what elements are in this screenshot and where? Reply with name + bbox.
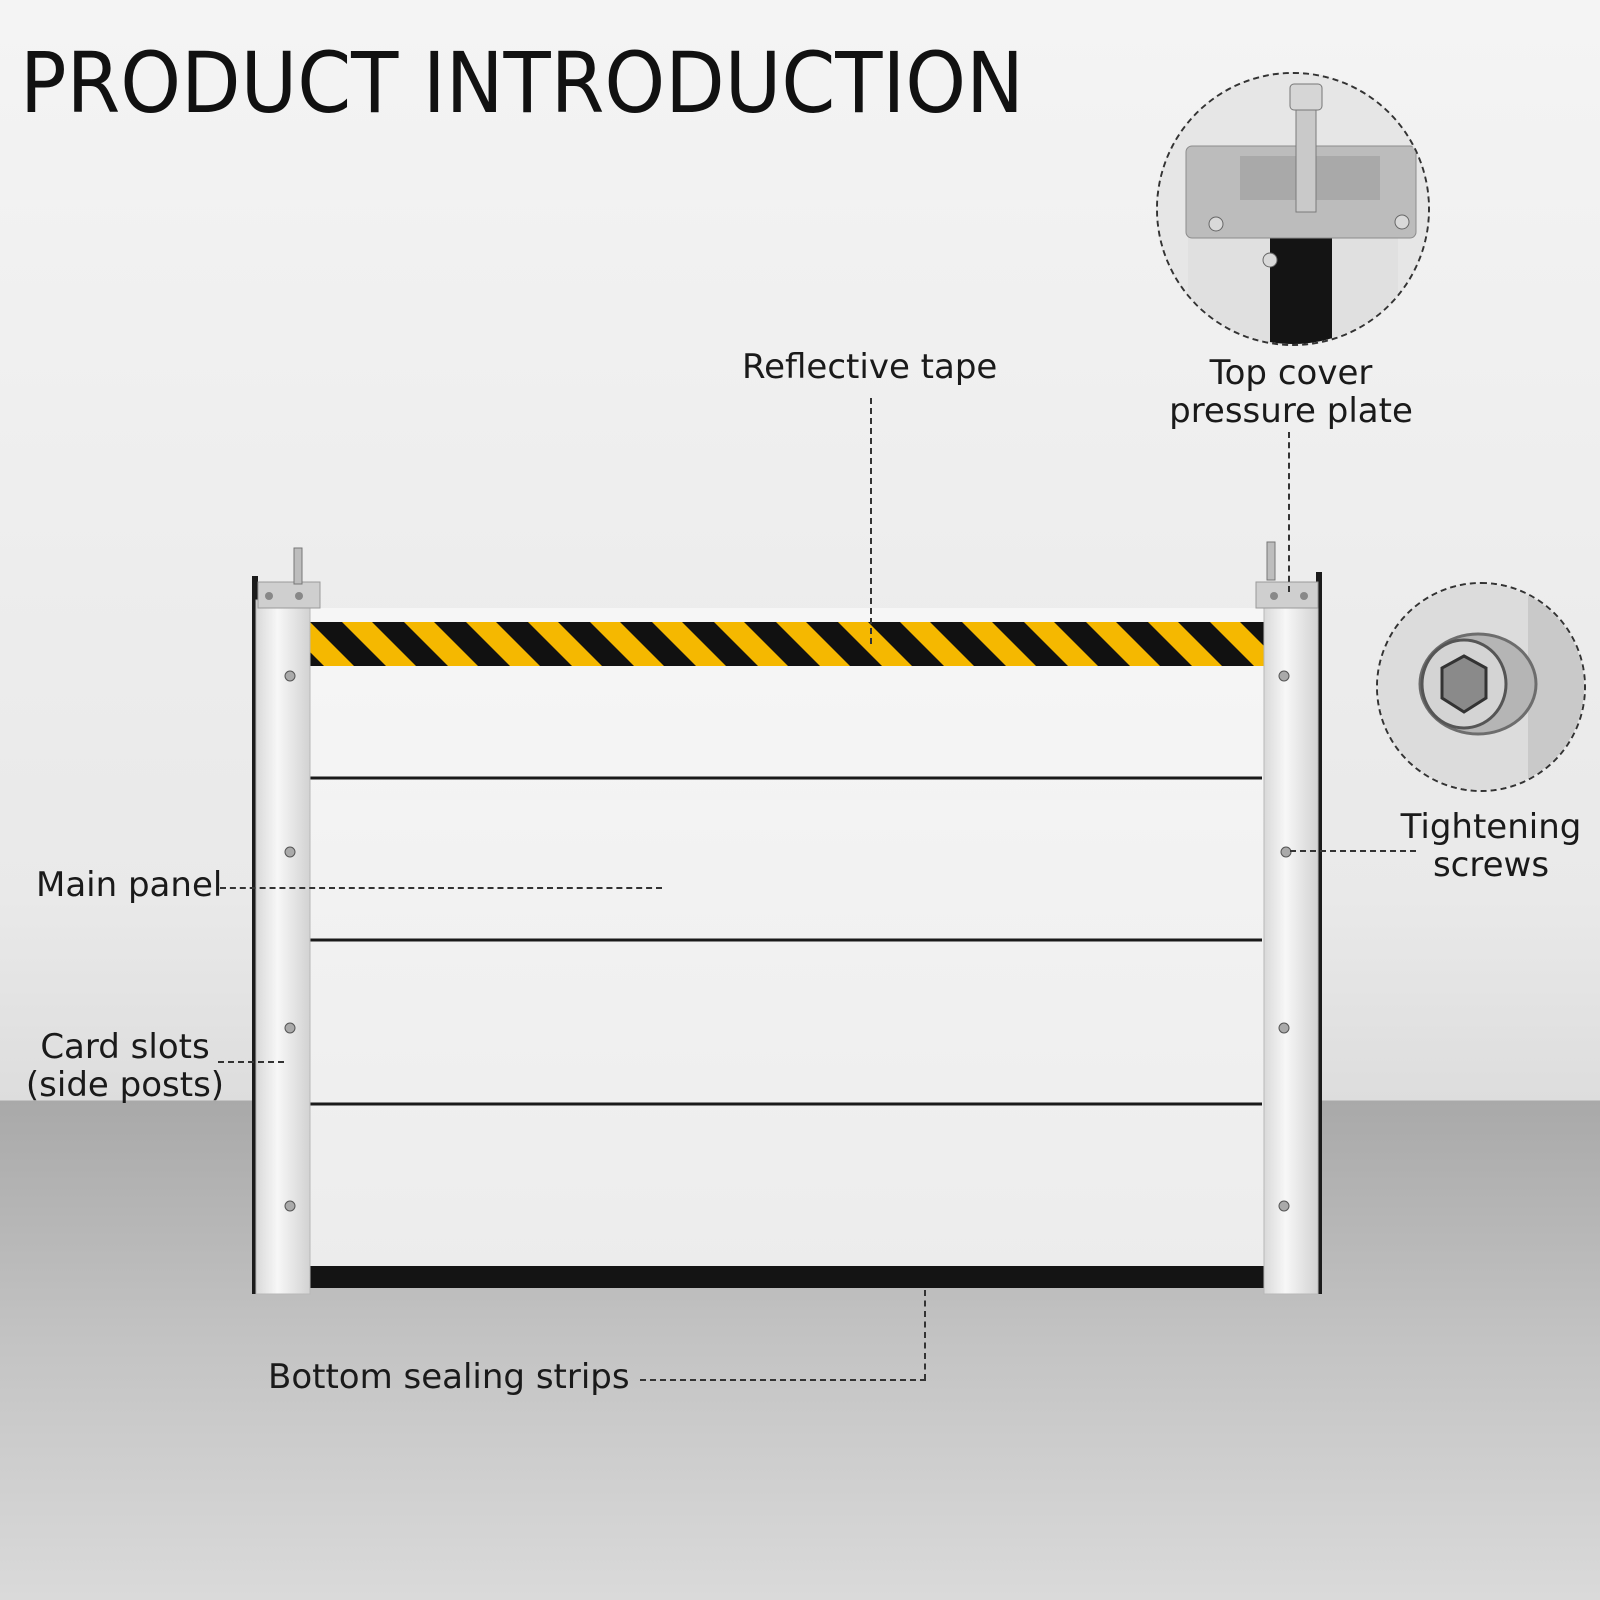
main-panel-label: Main panel bbox=[36, 865, 223, 905]
bottom-sealing-strip bbox=[306, 1266, 1264, 1288]
tightening-screws-label: Tightening screws bbox=[1398, 808, 1584, 884]
left-side-post bbox=[252, 547, 321, 1295]
bottom-sealing-leader-horizontal bbox=[640, 1379, 926, 1381]
reflective-tape-leader bbox=[870, 398, 872, 644]
top-cover-leader bbox=[1288, 432, 1290, 592]
card-slots-label-line2: (side posts) bbox=[25, 1065, 225, 1105]
main-panel bbox=[306, 608, 1264, 1288]
reflective-tape-label: Reflective tape bbox=[742, 347, 998, 387]
tightening-screws-label-line1: Tightening bbox=[1400, 807, 1582, 847]
hex-screw-icon bbox=[1378, 584, 1584, 790]
tightening-screws-label-line2: screws bbox=[1432, 845, 1550, 885]
page-title: PRODUCT INTRODUCTION bbox=[20, 34, 1024, 132]
top-cover-label-line1: Top cover bbox=[1209, 353, 1373, 393]
bottom-sealing-label: Bottom sealing strips bbox=[268, 1357, 630, 1397]
right-side-post bbox=[1255, 541, 1322, 1295]
top-cover-label: Top cover pressure plate bbox=[1150, 354, 1432, 430]
main-panel-leader bbox=[220, 887, 662, 889]
reflective-tape bbox=[310, 622, 1264, 666]
top-cover-detail-image bbox=[1156, 72, 1430, 346]
pressure-plate-icon bbox=[1158, 74, 1428, 344]
card-slots-leader bbox=[218, 1061, 284, 1063]
top-cover-label-line2: pressure plate bbox=[1169, 391, 1413, 431]
bottom-sealing-leader-vertical bbox=[924, 1290, 926, 1380]
card-slots-label: Card slots (side posts) bbox=[20, 1028, 230, 1104]
tightening-screws-leader bbox=[1290, 850, 1416, 852]
card-slots-label-line1: Card slots bbox=[40, 1027, 210, 1067]
screw-detail-image bbox=[1376, 582, 1586, 792]
